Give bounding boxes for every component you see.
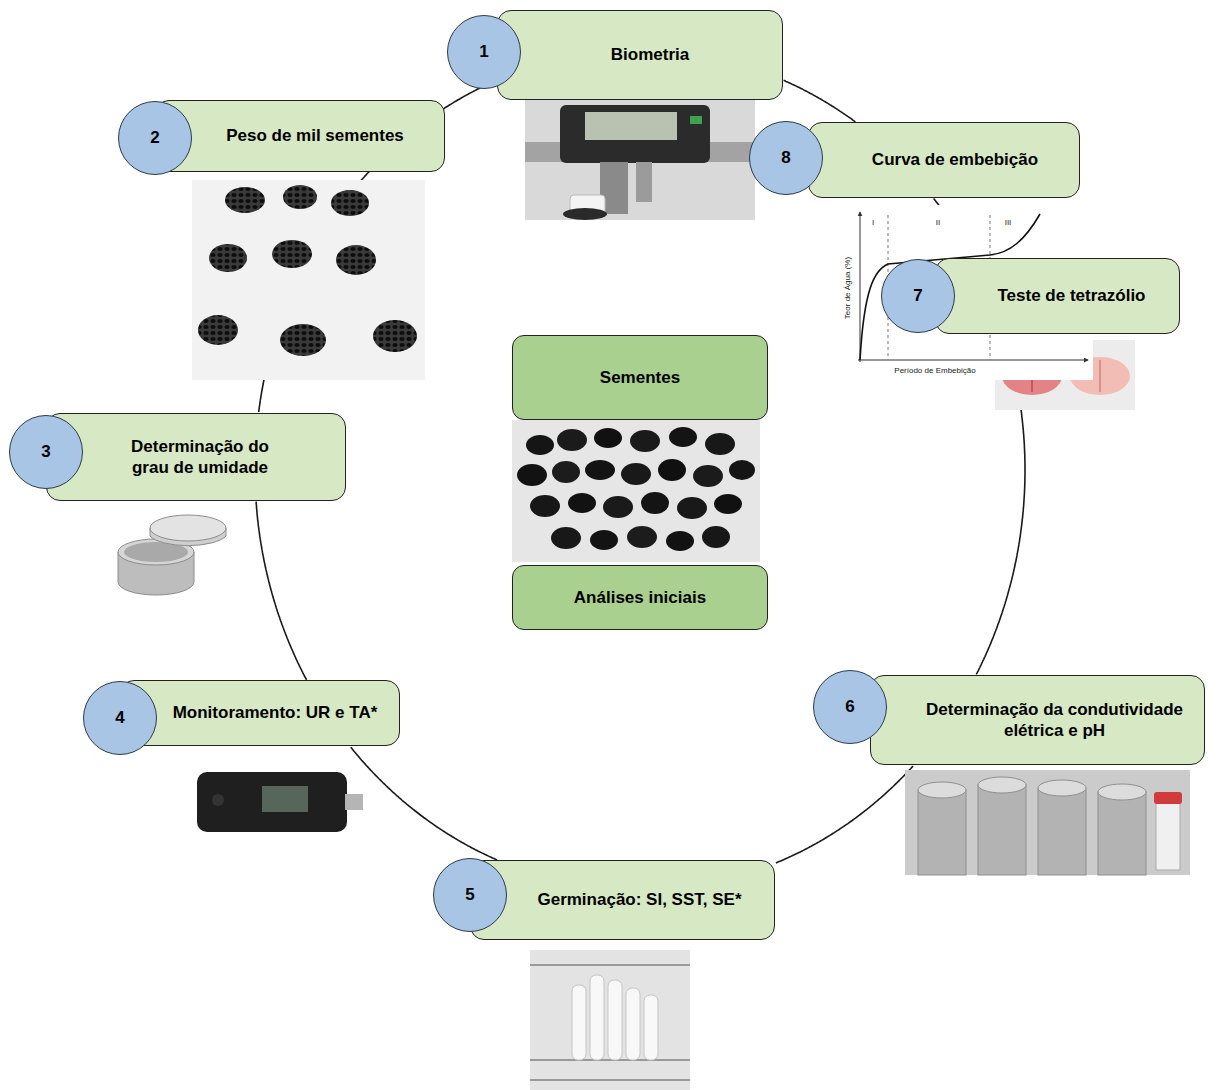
text-group: 6: [845, 696, 854, 717]
callout-number: 4: [115, 707, 124, 728]
text-group: Curva de embebição: [872, 149, 1038, 170]
step-box: Teste de tetrazólio: [935, 258, 1180, 334]
text-group: 7: [913, 285, 922, 306]
callout-number: 5: [465, 884, 474, 905]
moisture-tin: [118, 515, 226, 595]
text-group: Biometria: [611, 44, 689, 65]
step-title: Monitoramento: UR e TA*: [173, 702, 378, 723]
step-number-circle: 5: [433, 858, 507, 932]
text-group: Germinação: SI, SST, SE*: [537, 889, 741, 910]
callout-number: 6: [845, 696, 854, 717]
callout-number: 8: [781, 147, 790, 168]
phase-label: III: [998, 218, 1018, 228]
callout-number: 3: [41, 441, 50, 462]
step-title: Biometria: [611, 44, 689, 65]
step-title: Sementes: [600, 367, 680, 388]
data-logger: [197, 772, 363, 832]
ring-arc: [784, 80, 856, 122]
seeds-photo: [512, 420, 760, 562]
ring-arc: [776, 766, 913, 863]
step-number-circle: 6: [813, 670, 887, 744]
conductivity-tubes: [905, 770, 1190, 875]
text-group: Sementes: [600, 367, 680, 388]
ring-arc: [351, 747, 497, 860]
callout-number: 2: [150, 127, 159, 148]
text-group: Determinação do grau de umidade: [117, 436, 283, 479]
step-box: Biometria: [497, 10, 783, 100]
step-box: Determinação da condutividade elétrica e…: [870, 675, 1205, 765]
axis-label: Período de Embebição: [880, 366, 990, 376]
text-group: 8: [781, 147, 790, 168]
text-group: Monitoramento: UR e TA*: [173, 702, 378, 723]
step-box: Determinação do grau de umidade: [46, 413, 346, 501]
step-title: Análises iniciais: [574, 587, 706, 608]
phase-label: II: [928, 218, 948, 228]
step-title: Germinação: SI, SST, SE*: [537, 889, 741, 910]
step-number-circle: 1: [447, 15, 521, 89]
phase-label: I: [866, 218, 880, 228]
step-number-circle: 7: [881, 259, 955, 333]
step-title: Determinação do grau de umidade: [117, 436, 283, 479]
step-box: Monitoramento: UR e TA*: [120, 680, 400, 746]
center-box: Análises iniciais: [512, 565, 768, 630]
ring-arc: [256, 502, 306, 680]
text-group: Peso de mil sementes: [226, 125, 404, 146]
step-number-circle: 3: [9, 415, 83, 489]
text-group: 3: [41, 441, 50, 462]
text-group: 2: [150, 127, 159, 148]
germination-chamber: [530, 950, 690, 1090]
center-box: Sementes: [512, 335, 768, 420]
step-number-circle: 4: [83, 681, 157, 755]
text-group: 4: [115, 707, 124, 728]
text-group: Teste de tetrazólio: [998, 285, 1146, 306]
step-title: Determinação da condutividade elétrica e…: [917, 699, 1192, 742]
step-title: Curva de embebição: [872, 149, 1038, 170]
text-group: 5: [465, 884, 474, 905]
step-number-circle: 8: [749, 121, 823, 195]
caliper-photo: [525, 100, 755, 220]
seed-piles-photo: [192, 180, 425, 380]
step-title: Peso de mil sementes: [226, 125, 404, 146]
step-box: Germinação: SI, SST, SE*: [470, 860, 775, 940]
text-group: Determinação da condutividade elétrica e…: [917, 699, 1192, 742]
step-title: Teste de tetrazólio: [998, 285, 1146, 306]
step-box: Peso de mil sementes: [155, 100, 445, 172]
step-box: Curva de embebição: [808, 122, 1080, 198]
callout-number: 7: [913, 285, 922, 306]
step-number-circle: 2: [118, 101, 192, 175]
text-group: 1: [479, 41, 488, 62]
axis-label: Teor de Água (%): [843, 238, 853, 338]
callout-number: 1: [479, 41, 488, 62]
text-group: Análises iniciais: [574, 587, 706, 608]
